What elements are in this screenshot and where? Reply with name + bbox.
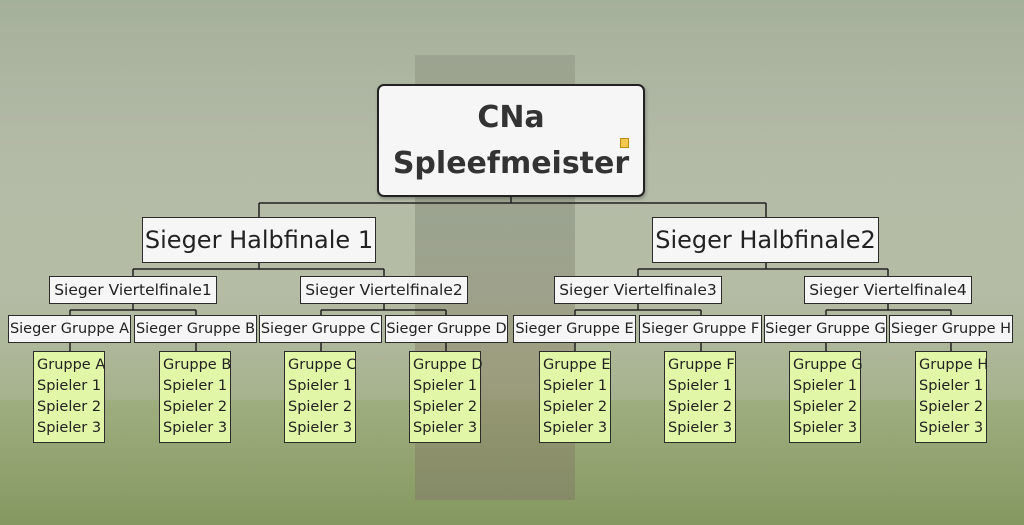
player-3: Spieler 3 [413,420,478,436]
player-1: Spieler 1 [413,378,478,394]
player-2: Spieler 2 [288,399,353,415]
player-1: Spieler 1 [37,378,102,394]
group-box-c[interactable]: Gruppe C Spieler 1 Spieler 2 Spieler 3 [284,351,356,443]
group-name: Gruppe G [793,357,863,373]
player-3: Spieler 3 [543,420,608,436]
group-box-b[interactable]: Gruppe B Spieler 1 Spieler 2 Spieler 3 [159,351,231,443]
root-node[interactable]: CNa Spleefmeister [377,84,645,197]
group-winner-node-g[interactable]: Sieger Gruppe G [764,315,887,343]
group-name: Gruppe E [543,357,611,373]
group-winner-node-h[interactable]: Sieger Gruppe H [889,315,1013,343]
player-3: Spieler 3 [668,420,733,436]
player-2: Spieler 2 [37,399,102,415]
player-1: Spieler 1 [793,378,858,394]
group-name: Gruppe H [919,357,989,373]
quarterfinal-node-2[interactable]: Sieger Viertelfinale2 [300,276,468,304]
player-3: Spieler 3 [37,420,102,436]
group-name: Gruppe B [163,357,232,373]
group-winner-node-c[interactable]: Sieger Gruppe C [259,315,382,343]
group-name: Gruppe D [413,357,483,373]
player-2: Spieler 2 [163,399,228,415]
group-box-h[interactable]: Gruppe H Spieler 1 Spieler 2 Spieler 3 [915,351,989,443]
player-1: Spieler 1 [163,378,228,394]
player-3: Spieler 3 [793,420,858,436]
player-1: Spieler 1 [543,378,608,394]
group-winner-node-a[interactable]: Sieger Gruppe A [8,315,131,343]
group-box-e[interactable]: Gruppe E Spieler 1 Spieler 2 Spieler 3 [539,351,611,443]
group-winner-node-f[interactable]: Sieger Gruppe F [639,315,762,343]
player-3: Spieler 3 [288,420,353,436]
group-box-f[interactable]: Gruppe F Spieler 1 Spieler 2 Spieler 3 [664,351,736,443]
group-box-d[interactable]: Gruppe D Spieler 1 Spieler 2 Spieler 3 [409,351,483,443]
player-3: Spieler 3 [163,420,228,436]
player-2: Spieler 2 [919,399,984,415]
semifinal-node-2[interactable]: Sieger Halbfinale2 [652,217,879,263]
group-winner-node-e[interactable]: Sieger Gruppe E [513,315,636,343]
player-1: Spieler 1 [288,378,353,394]
group-box-a[interactable]: Gruppe A Spieler 1 Spieler 2 Spieler 3 [33,351,105,443]
player-1: Spieler 1 [668,378,733,394]
player-2: Spieler 2 [668,399,733,415]
quarterfinal-node-3[interactable]: Sieger Viertelfinale3 [554,276,722,304]
root-title-line2: Spleefmeister [392,145,630,181]
group-box-g[interactable]: Gruppe G Spieler 1 Spieler 2 Spieler 3 [789,351,863,443]
group-winner-node-d[interactable]: Sieger Gruppe D [385,315,508,343]
player-1: Spieler 1 [919,378,984,394]
note-icon[interactable] [620,138,629,148]
quarterfinal-node-1[interactable]: Sieger Viertelfinale1 [49,276,217,304]
semifinal-node-1[interactable]: Sieger Halbfinale 1 [142,217,376,263]
group-name: Gruppe F [668,357,735,373]
player-2: Spieler 2 [413,399,478,415]
quarterfinal-node-4[interactable]: Sieger Viertelfinale4 [804,276,972,304]
group-name: Gruppe A [37,357,106,373]
group-winner-node-b[interactable]: Sieger Gruppe B [134,315,257,343]
group-name: Gruppe C [288,357,357,373]
root-title-line1: CNa [477,99,545,135]
player-2: Spieler 2 [793,399,858,415]
player-3: Spieler 3 [919,420,984,436]
player-2: Spieler 2 [543,399,608,415]
